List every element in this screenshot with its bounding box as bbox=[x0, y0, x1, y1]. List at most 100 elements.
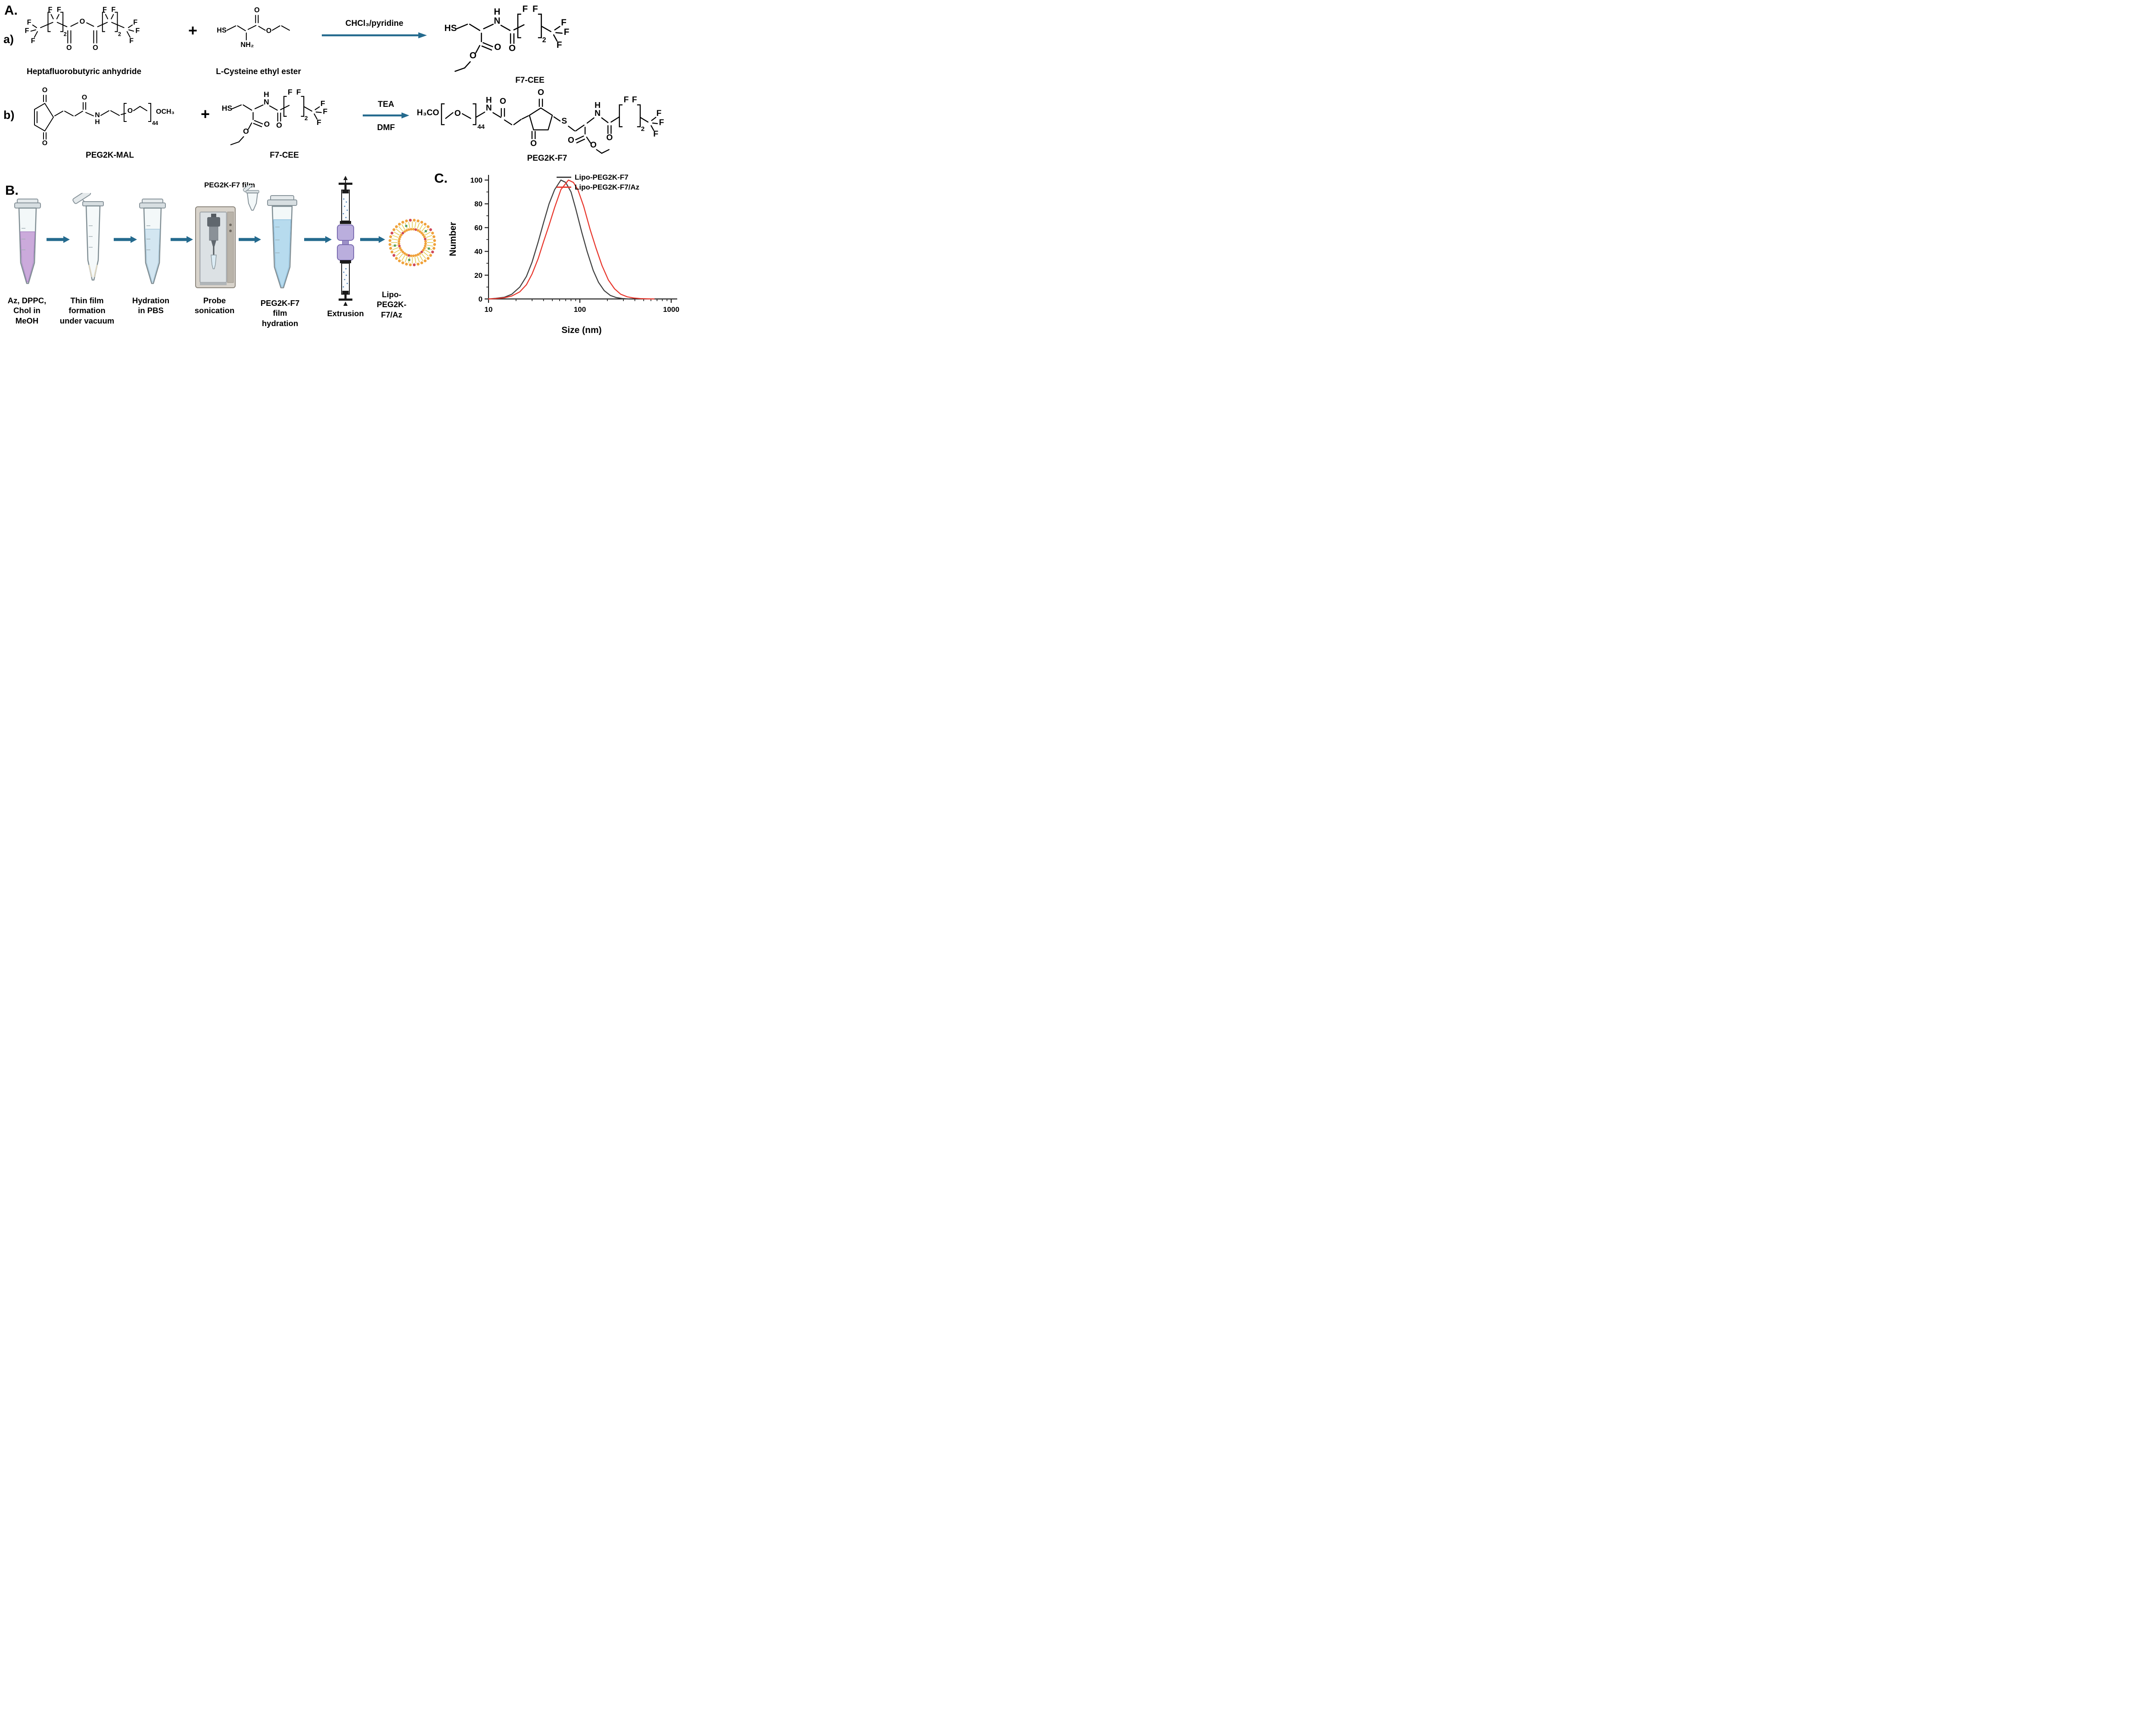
atom-O: O bbox=[590, 140, 597, 149]
atom-S: S bbox=[561, 117, 567, 126]
atom-O: O bbox=[568, 136, 574, 145]
atom-F: F bbox=[659, 118, 664, 128]
atom-O: O bbox=[276, 121, 282, 129]
atom-F: F bbox=[25, 27, 29, 34]
row-a-label: a) bbox=[3, 33, 14, 46]
atom-O: O bbox=[470, 51, 476, 61]
reaction-arrow bbox=[363, 112, 409, 118]
atom-O: O bbox=[82, 94, 87, 101]
atom-F: F bbox=[532, 5, 538, 14]
atom-O: O bbox=[128, 107, 133, 115]
legend-item-lipo-peg2k-f7-az: Lipo-PEG2K-F7/Az bbox=[557, 182, 639, 192]
compound-name-f7cee: F7-CEE bbox=[515, 76, 545, 85]
atom-F: F bbox=[31, 37, 35, 45]
atom-O: O bbox=[42, 140, 47, 147]
atom-H: H bbox=[494, 7, 500, 17]
atom-N: N bbox=[595, 109, 601, 118]
bond-lines bbox=[34, 95, 147, 140]
atom-OCH3: OCH₃ bbox=[156, 108, 174, 115]
conical-tube-pbs-icon bbox=[139, 199, 166, 284]
up-arrow-icon bbox=[343, 176, 348, 180]
repeat-subscript: 44 bbox=[152, 120, 158, 126]
atom-HS: HS bbox=[222, 104, 233, 112]
atom-O: O bbox=[509, 44, 516, 53]
panel-c-label: C. bbox=[434, 171, 448, 186]
atom-O: O bbox=[80, 18, 85, 25]
atom-O: O bbox=[254, 7, 260, 14]
repeat-brackets bbox=[441, 103, 641, 128]
row-b-label: b) bbox=[3, 109, 15, 121]
conical-tube-peg-hydration-icon bbox=[267, 195, 297, 289]
svg-text:40: 40 bbox=[474, 248, 482, 256]
svg-text:100: 100 bbox=[470, 176, 482, 184]
atom-N: N bbox=[95, 112, 100, 119]
atom-F: F bbox=[48, 6, 53, 13]
repeat-subscript: 2 bbox=[305, 115, 308, 121]
reaction-arrow bbox=[322, 32, 427, 38]
atom-NH2: NH₂ bbox=[240, 41, 254, 49]
repeat-brackets bbox=[47, 12, 118, 32]
structure-heptafluorobutyric-anhydride: O O O F F F F F F F F F F 2 2 bbox=[25, 6, 140, 52]
repeat-brackets bbox=[517, 13, 542, 38]
atom-F: F bbox=[653, 130, 658, 139]
reaction-conditions-b-top: TEA bbox=[378, 100, 394, 109]
atom-O: O bbox=[66, 44, 72, 52]
chart-legend: Lipo-PEG2K-F7 Lipo-PEG2K-F7/Az bbox=[557, 172, 639, 192]
chart-x-axis-title: Size (nm) bbox=[561, 325, 602, 335]
atom-F: F bbox=[657, 109, 662, 118]
atom-O: O bbox=[93, 44, 98, 52]
compound-name-peg2k-mal: PEG2K-MAL bbox=[86, 151, 134, 160]
plus-sign: + bbox=[201, 105, 210, 123]
repeat-subscript: 2 bbox=[641, 125, 644, 133]
legend-item-lipo-peg2k-f7: Lipo-PEG2K-F7 bbox=[557, 172, 639, 182]
structure-f7-cee: HS N H O F F F F F O O 2 bbox=[222, 89, 327, 146]
atom-O: O bbox=[500, 97, 506, 106]
step-caption-lipids: Az, DPPC, Chol in MeOH bbox=[7, 296, 47, 325]
atom-O: O bbox=[454, 109, 461, 118]
repeat-brackets bbox=[124, 103, 151, 122]
small-tube-peg2k-f7-film-icon bbox=[243, 185, 259, 211]
compound-name-f7cee-reactant: F7-CEE bbox=[270, 151, 299, 160]
structure-f7-cee: HS N H O F F F F F O O 2 bbox=[445, 5, 569, 72]
reaction-conditions-a: CHCl₃/pyridine bbox=[345, 19, 404, 28]
bond-lines bbox=[454, 24, 563, 72]
atom-F: F bbox=[323, 107, 327, 116]
atom-H: H bbox=[264, 90, 269, 99]
step-caption-extrusion: Extrusion bbox=[327, 309, 364, 318]
plus-sign: + bbox=[188, 22, 198, 39]
atom-F: F bbox=[557, 40, 562, 50]
atom-O: O bbox=[538, 88, 544, 97]
atom-H: H bbox=[486, 96, 492, 105]
atom-F: F bbox=[133, 19, 137, 26]
bond-lines bbox=[226, 15, 290, 40]
atom-O: O bbox=[606, 134, 613, 143]
atom-H: H bbox=[595, 101, 601, 110]
step-caption-hydration: Hydration in PBS bbox=[132, 296, 170, 315]
structure-peg2k-f7: H₃CO O 44 N H O O O S O O N H O F F 2 F … bbox=[417, 88, 664, 154]
peg2k-f7-film-label: PEG2K-F7 film bbox=[204, 181, 255, 189]
step-caption-thin-film: Thin film formation under vacuum bbox=[59, 296, 115, 325]
atom-F: F bbox=[624, 95, 629, 104]
conical-tube-thin-film-icon bbox=[72, 193, 104, 281]
atom-F: F bbox=[321, 99, 325, 108]
repeat-subscript: 2 bbox=[64, 31, 67, 37]
atom-F: F bbox=[296, 89, 301, 96]
step-caption-lipo-product: Lipo- PEG2K- F7/Az bbox=[377, 290, 407, 319]
atom-O: O bbox=[530, 139, 537, 148]
legend-line-swatch bbox=[557, 187, 571, 188]
atom-F: F bbox=[111, 6, 115, 13]
step-caption-sonication: Probe sonication bbox=[194, 296, 235, 315]
atom-F: F bbox=[129, 37, 134, 45]
svg-text:80: 80 bbox=[474, 200, 482, 208]
atom-F: F bbox=[57, 6, 61, 13]
panel-a-label: A. bbox=[4, 3, 18, 18]
flow-arrow bbox=[304, 236, 332, 243]
atom-F: F bbox=[317, 118, 321, 127]
atom-N: N bbox=[486, 104, 492, 113]
atom-N: N bbox=[264, 98, 269, 106]
compound-name-anhydride: Heptafluorobutyric anhydride bbox=[26, 67, 142, 76]
liposome-icon bbox=[388, 218, 436, 267]
svg-text:20: 20 bbox=[474, 271, 482, 280]
atom-O: O bbox=[243, 127, 249, 136]
